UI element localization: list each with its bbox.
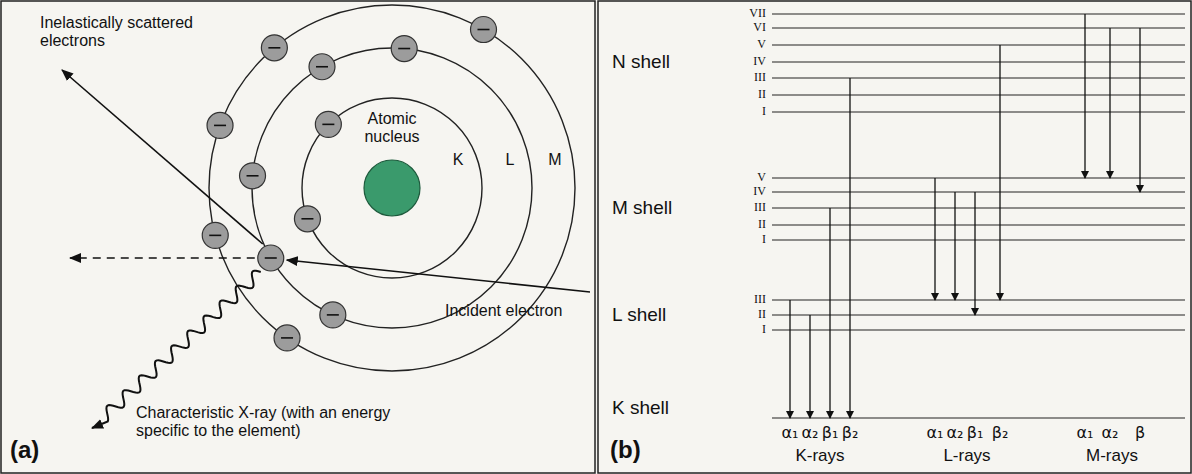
subshell-number: I bbox=[762, 233, 766, 247]
arrow-label: Inelastically scattered electrons bbox=[40, 14, 205, 51]
transition-arrow bbox=[809, 315, 810, 418]
electron-shell bbox=[302, 98, 482, 278]
subshell-number: II bbox=[758, 88, 766, 102]
subshell-number: VI bbox=[753, 21, 766, 35]
energy-level bbox=[772, 191, 1185, 192]
subshell-number: I bbox=[762, 323, 766, 337]
line-symbol: β₁ bbox=[822, 424, 839, 442]
shell-name: K bbox=[453, 151, 464, 169]
energy-level bbox=[772, 44, 1185, 45]
electron-shell bbox=[252, 48, 532, 328]
transition-arrow bbox=[1139, 28, 1140, 192]
energy-level bbox=[772, 239, 1185, 240]
energy-level bbox=[772, 61, 1185, 62]
subshell-number: I bbox=[762, 105, 766, 119]
transition-arrow bbox=[849, 78, 850, 418]
electron bbox=[258, 245, 284, 271]
subshell-number: III bbox=[754, 293, 766, 307]
line-symbol: β₂ bbox=[842, 424, 859, 442]
line-symbol: α₂ bbox=[1102, 424, 1119, 442]
shell-name: L shell bbox=[612, 304, 666, 326]
electron bbox=[274, 325, 300, 351]
series-name: M-rays bbox=[1086, 446, 1138, 466]
line-symbol: β₂ bbox=[992, 424, 1009, 442]
arrow-label: Incident electron bbox=[445, 302, 562, 320]
scattered-arrow bbox=[62, 70, 263, 244]
line-symbol: α₁ bbox=[1077, 424, 1094, 442]
atom-drawing bbox=[62, 5, 590, 428]
energy-level bbox=[772, 207, 1185, 208]
panel-frame bbox=[598, 1, 1191, 473]
series-name: L-rays bbox=[943, 446, 990, 466]
electron-shell bbox=[209, 5, 575, 371]
transition-arrow bbox=[999, 45, 1000, 300]
transition-arrow bbox=[1084, 14, 1085, 178]
shell-name: N shell bbox=[612, 51, 670, 73]
level-diagram bbox=[772, 14, 1185, 418]
electron bbox=[391, 36, 417, 62]
subshell-number: VII bbox=[749, 7, 766, 21]
electron bbox=[471, 17, 497, 43]
electron bbox=[294, 206, 320, 232]
panel-letter: (b) bbox=[610, 436, 641, 464]
shell-name: L bbox=[506, 151, 515, 169]
electron bbox=[207, 112, 233, 138]
subshell-number: II bbox=[758, 218, 766, 232]
line-symbol: α₁ bbox=[927, 424, 944, 442]
electron bbox=[309, 54, 335, 80]
panel-frame bbox=[1, 1, 595, 473]
energy-level bbox=[772, 299, 1185, 300]
line-symbol: β bbox=[1135, 424, 1145, 442]
subshell-number: III bbox=[754, 71, 766, 85]
energy-level bbox=[772, 177, 1185, 178]
subshell-number: IV bbox=[753, 185, 766, 199]
subshell-number: V bbox=[757, 171, 766, 185]
transition-arrow bbox=[974, 192, 975, 315]
electron bbox=[315, 111, 341, 137]
series-name: K-rays bbox=[795, 446, 844, 466]
shell-name: M shell bbox=[612, 197, 672, 219]
energy-level bbox=[772, 111, 1185, 112]
atomic-nucleus bbox=[364, 160, 420, 216]
subshell-number: IV bbox=[753, 55, 766, 69]
line-symbol: β₁ bbox=[967, 424, 984, 442]
shell-name: M bbox=[548, 151, 561, 169]
transition-arrow bbox=[829, 208, 830, 418]
ejected-arrow bbox=[70, 257, 255, 259]
energy-level bbox=[772, 329, 1185, 330]
subshell-number: II bbox=[758, 308, 766, 322]
transition-arrow bbox=[954, 192, 955, 300]
incident-arrow bbox=[287, 260, 590, 292]
transition-arrow bbox=[1109, 28, 1110, 178]
energy-level bbox=[772, 94, 1185, 95]
energy-level bbox=[772, 77, 1185, 78]
transition-arrow bbox=[934, 178, 935, 300]
electron bbox=[320, 302, 346, 328]
energy-level bbox=[772, 27, 1185, 28]
electron bbox=[240, 163, 266, 189]
energy-level bbox=[772, 314, 1185, 315]
energy-level bbox=[772, 224, 1185, 225]
transition-arrow bbox=[789, 300, 790, 418]
line-symbol: α₁ bbox=[782, 424, 799, 442]
part-name: Atomic nucleus bbox=[352, 110, 432, 147]
shell-name: K shell bbox=[612, 397, 669, 419]
arrow-label: Characteristic X-ray (with an energy spe… bbox=[136, 404, 446, 441]
line-symbol: α₂ bbox=[947, 424, 964, 442]
energy-level bbox=[772, 13, 1185, 14]
subshell-number: V bbox=[757, 38, 766, 52]
electron bbox=[261, 35, 287, 61]
line-symbol: α₂ bbox=[802, 424, 819, 442]
panel-letter: (a) bbox=[10, 436, 39, 464]
energy-level bbox=[772, 417, 1185, 418]
subshell-number: III bbox=[754, 201, 766, 215]
electron bbox=[202, 222, 228, 248]
